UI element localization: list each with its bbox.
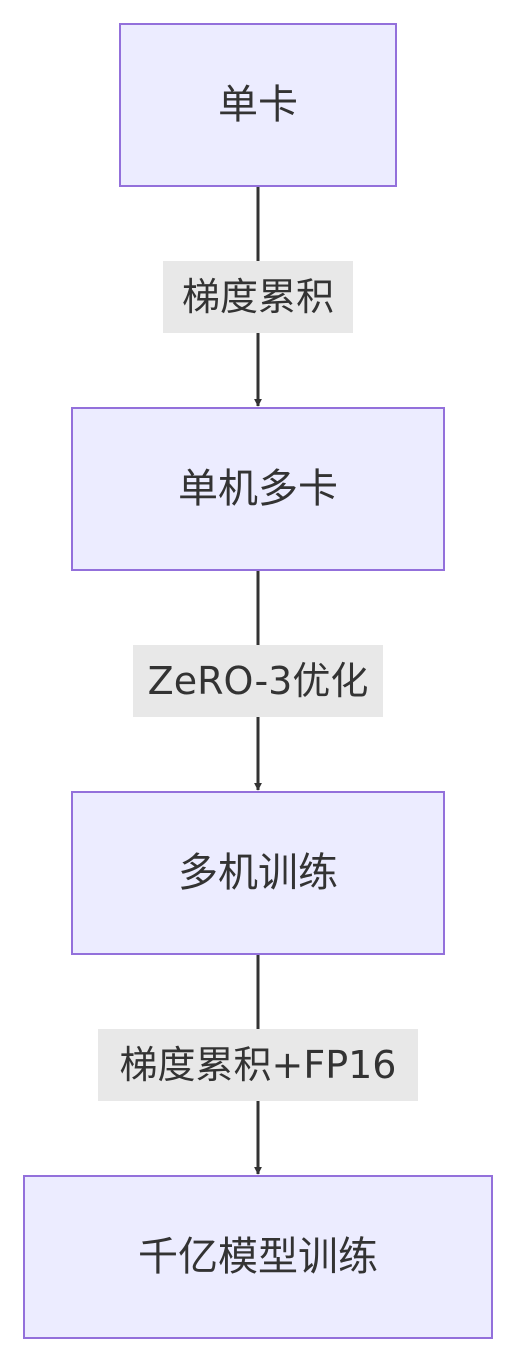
edge-label-background [133,645,383,717]
node-box [119,23,397,187]
edge-label-background [163,261,353,333]
edge-label-background [98,1029,418,1101]
edge-single-gpu-to-single-machine-multi-gpu: 梯度累积 [163,186,353,407]
node-hundred-billion-model-training: 千亿模型训练 [23,1175,493,1339]
node-single-gpu: 单卡 [119,23,397,187]
node-box [71,791,445,955]
edge-multi-machine-training-to-hundred-billion-model-training: 梯度累积+FP16 [98,954,418,1175]
edge-label: 梯度累积+FP16 [120,1043,397,1087]
node-label: 千亿模型训练 [138,1234,378,1280]
node-box [23,1175,493,1339]
node-label: 单机多卡 [178,466,338,512]
edge-single-machine-multi-gpu-to-multi-machine-training: ZeRO-3优化 [133,570,383,791]
node-label: 单卡 [218,82,298,128]
node-multi-machine-training: 多机训练 [71,791,445,955]
node-box [71,407,445,571]
edge-label: 梯度累积 [182,275,334,319]
node-label: 多机训练 [178,850,338,896]
edge-label: ZeRO-3优化 [148,659,369,703]
node-single-machine-multi-gpu: 单机多卡 [71,407,445,571]
